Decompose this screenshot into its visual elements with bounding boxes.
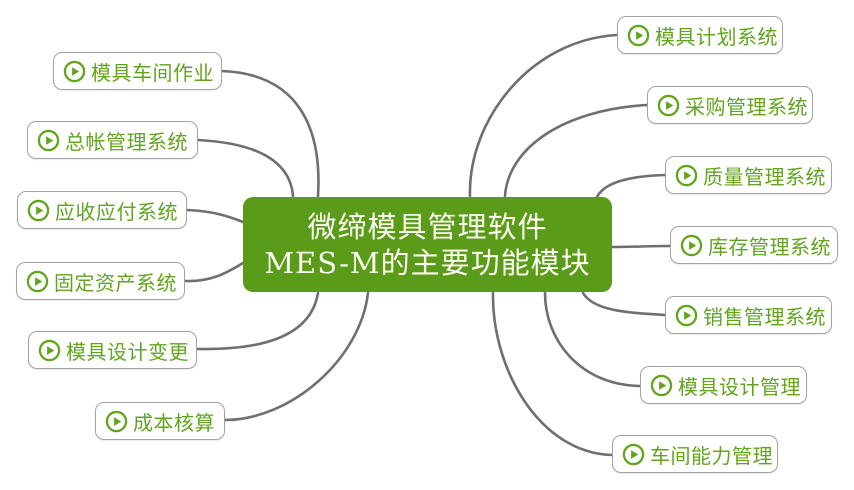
node-quality-management-system[interactable]: 质量管理系统 bbox=[665, 156, 832, 194]
connector-purchasing-management bbox=[503, 103, 649, 198]
node-general-ledger-system[interactable]: 总帐管理系统 bbox=[27, 121, 198, 159]
node-label: 库存管理系统 bbox=[708, 234, 831, 259]
node-label: 模具车间作业 bbox=[91, 60, 214, 85]
connector-mold-design-management bbox=[543, 291, 642, 388]
node-label: 模具设计管理 bbox=[678, 374, 801, 399]
connector-sales-management bbox=[581, 291, 667, 317]
play-circle-icon bbox=[675, 304, 698, 327]
connector-quality-management bbox=[595, 173, 667, 199]
node-mold-design-management[interactable]: 模具设计管理 bbox=[640, 366, 807, 404]
play-circle-icon bbox=[657, 94, 680, 117]
connector-mold-design-change bbox=[195, 291, 320, 351]
node-mold-design-change[interactable]: 模具设计变更 bbox=[28, 331, 197, 369]
play-circle-icon bbox=[63, 60, 86, 83]
node-inventory-management-system[interactable]: 库存管理系统 bbox=[670, 226, 838, 264]
connector-cost-accounting bbox=[223, 291, 370, 422]
play-circle-icon bbox=[680, 234, 703, 257]
node-workshop-capacity-management[interactable]: 车间能力管理 bbox=[612, 435, 778, 473]
node-label: 车间能力管理 bbox=[650, 443, 773, 468]
play-circle-icon bbox=[27, 199, 50, 222]
connector-workshop-capacity bbox=[491, 291, 614, 457]
play-circle-icon bbox=[38, 339, 61, 362]
central-topic-line1: 微缔模具管理软件 bbox=[307, 209, 548, 244]
play-circle-icon bbox=[675, 164, 698, 187]
connector-mold-workshop-operation bbox=[220, 69, 320, 198]
node-purchasing-management-system[interactable]: 采购管理系统 bbox=[647, 86, 813, 124]
play-circle-icon bbox=[627, 24, 650, 47]
central-topic-line2: MES-M的主要功能模块 bbox=[264, 245, 591, 280]
play-circle-icon bbox=[650, 374, 673, 397]
node-label: 模具计划系统 bbox=[655, 24, 778, 49]
play-circle-icon bbox=[105, 410, 128, 433]
play-circle-icon bbox=[622, 443, 645, 466]
central-topic[interactable]: 微缔模具管理软件 MES-M的主要功能模块 bbox=[243, 197, 612, 292]
node-mold-planning-system[interactable]: 模具计划系统 bbox=[617, 16, 783, 54]
node-label: 质量管理系统 bbox=[703, 164, 826, 189]
connector-fixed-assets bbox=[183, 261, 245, 283]
play-circle-icon bbox=[26, 270, 49, 293]
node-label: 采购管理系统 bbox=[685, 94, 808, 119]
node-label: 模具设计变更 bbox=[66, 339, 189, 364]
node-mold-workshop-operation[interactable]: 模具车间作业 bbox=[53, 52, 222, 90]
connector-receivables-payables bbox=[185, 208, 245, 224]
connector-general-ledger-system bbox=[196, 138, 295, 198]
node-label: 销售管理系统 bbox=[703, 304, 826, 329]
node-label: 应收应付系统 bbox=[55, 199, 178, 224]
node-cost-accounting[interactable]: 成本核算 bbox=[95, 402, 225, 440]
node-label: 成本核算 bbox=[133, 410, 215, 435]
node-label: 总帐管理系统 bbox=[65, 129, 188, 154]
node-fixed-assets-system[interactable]: 固定资产系统 bbox=[16, 262, 185, 300]
connector-mold-planning-system bbox=[468, 33, 619, 198]
node-sales-management-system[interactable]: 销售管理系统 bbox=[665, 296, 832, 334]
connector-inventory-management bbox=[610, 244, 672, 249]
node-label: 固定资产系统 bbox=[54, 270, 177, 295]
play-circle-icon bbox=[37, 129, 60, 152]
node-receivables-payables-system[interactable]: 应收应付系统 bbox=[17, 191, 187, 229]
